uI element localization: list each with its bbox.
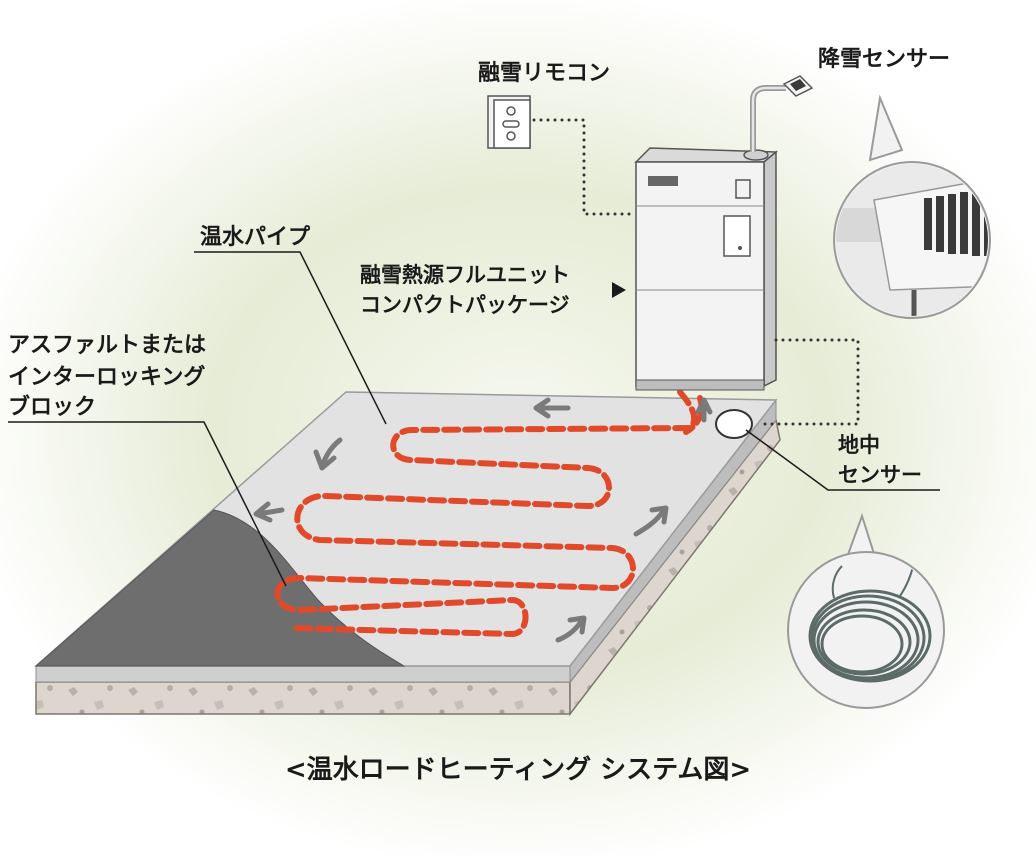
wiring xyxy=(532,118,860,426)
flow-arrows xyxy=(253,397,713,643)
flow-arrow-icon xyxy=(313,437,343,471)
pipe-label: 温水パイプ xyxy=(200,225,311,250)
slab xyxy=(34,391,781,717)
diagram-caption: <温水ロードヒーティング システム図> xyxy=(285,755,751,785)
surface-label-line1: アスファルトまたは xyxy=(8,333,206,358)
ground-sensor-bubble xyxy=(787,512,945,709)
unit-label-line1: 融雪熱源フルユニット xyxy=(360,263,570,287)
flow-arrow-icon xyxy=(555,615,587,643)
remote-control xyxy=(487,95,531,149)
flow-arrow-icon xyxy=(633,505,669,537)
slab-top-front-edge xyxy=(35,665,571,683)
flow-arrow-icon xyxy=(695,397,713,423)
ground-sensor-hole xyxy=(715,409,753,439)
ground-sensor-label-line2: センサー xyxy=(838,463,922,487)
remote-label: 融雪リモコン xyxy=(478,61,610,86)
hot-water-pipe xyxy=(274,389,698,638)
triangle-right-icon xyxy=(612,282,626,298)
snow-sensor-label: 降雪センサー xyxy=(818,47,950,72)
snow-sensor-device xyxy=(743,75,814,161)
leader-lines xyxy=(8,251,940,587)
heat-source-unit xyxy=(634,147,778,391)
flow-arrow-icon xyxy=(533,397,571,419)
ground-sensor-label-line1: 地中 xyxy=(838,433,880,457)
surface-label-line3: ブロック xyxy=(8,394,96,420)
surface-label-line2: インターロッキング xyxy=(8,364,205,390)
flow-arrow-icon xyxy=(253,501,285,523)
snow-sensor-bubble xyxy=(833,94,991,319)
unit-label-line2: コンパクトパッケージ xyxy=(360,293,570,317)
slab-base-front xyxy=(35,681,571,715)
asphalt-area xyxy=(34,509,406,667)
